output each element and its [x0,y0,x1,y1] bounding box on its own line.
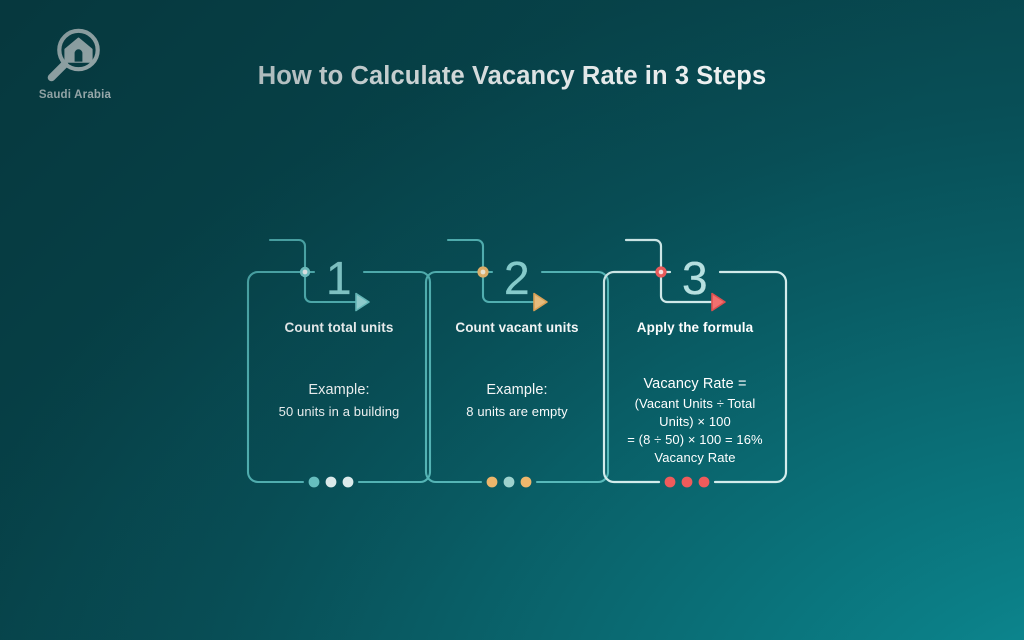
progress-dot [503,476,515,488]
connector-in [624,238,663,274]
step-formula: Vacancy Rate = (Vacant Units ÷ Total Uni… [608,374,782,467]
step-example: Example: 50 units in a building [252,380,426,422]
step-card-1-frame: 1 [246,238,432,488]
connector-in [446,238,485,274]
step-heading: Apply the formula [636,320,754,335]
progress-dot [486,476,498,488]
step-example-line: Example: [308,382,370,398]
brand-logo: Saudi Arabia [37,28,117,101]
step-card-3-frame: 3 [602,238,788,488]
formula-line: (Vacant Units ÷ Total [634,396,756,411]
steps-container: 1 Count total units Example: 50 units in… [0,232,1024,494]
step-number: 1 [326,252,352,304]
arrow-right-icon [711,292,726,312]
formula-line: Vacancy Rate = [643,376,747,392]
step-heading: Count total units [284,320,394,335]
card-border [424,270,610,484]
connector-out [481,270,537,304]
card-border [246,270,432,484]
formula-line: Units) × 100 [659,413,731,429]
connector-out [303,270,359,304]
step-dot-core-icon [480,269,486,275]
step-card-1[interactable]: 1 Count total units Example: 50 units in… [246,232,432,494]
progress-dot [698,476,710,488]
brand-name: Saudi Arabia [38,89,112,101]
step-card-2[interactable]: 2 Count vacant units Example: 8 units ar… [424,232,610,494]
connector-in [268,238,307,274]
progress-dot [520,476,532,488]
progress-dot [664,476,676,488]
step-example-line: Example: [486,382,548,398]
arrow-right-icon [355,292,370,312]
connector-out [659,270,715,304]
formula-line: Vacancy Rate [654,449,736,465]
step-example-line: 8 units are empty [466,404,568,420]
arrow-right-icon [533,292,548,312]
formula-line: = (8 ÷ 50) × 100 = 16% [627,431,763,447]
step-dot-core-icon [302,269,308,275]
progress-dot [681,476,693,488]
step-card-2-content: Count vacant units Example: 8 units are … [424,232,610,494]
progress-dot [342,476,354,488]
step-number: 2 [504,252,530,304]
step-example-line: 50 units in a building [278,404,400,420]
progress-dot [308,476,320,488]
step-card-3-content: Apply the formula Vacancy Rate = (Vacant… [602,232,788,494]
step-dot-core-icon [658,269,664,275]
magnifier-house-icon [47,28,100,82]
card-border [602,270,788,484]
progress-dot [325,476,337,488]
step-example: Example: 8 units are empty [430,380,604,422]
page-title: How to Calculate Vacancy Rate in 3 Steps [257,62,767,90]
step-card-2-frame: 2 [424,238,610,488]
step-card-1-content: Count total units Example: 50 units in a… [246,232,432,494]
step-card-3[interactable]: 3 Apply the formula Vacancy Rate = (Vaca… [602,232,788,494]
step-number: 3 [682,252,708,304]
step-heading: Count vacant units [455,320,579,335]
